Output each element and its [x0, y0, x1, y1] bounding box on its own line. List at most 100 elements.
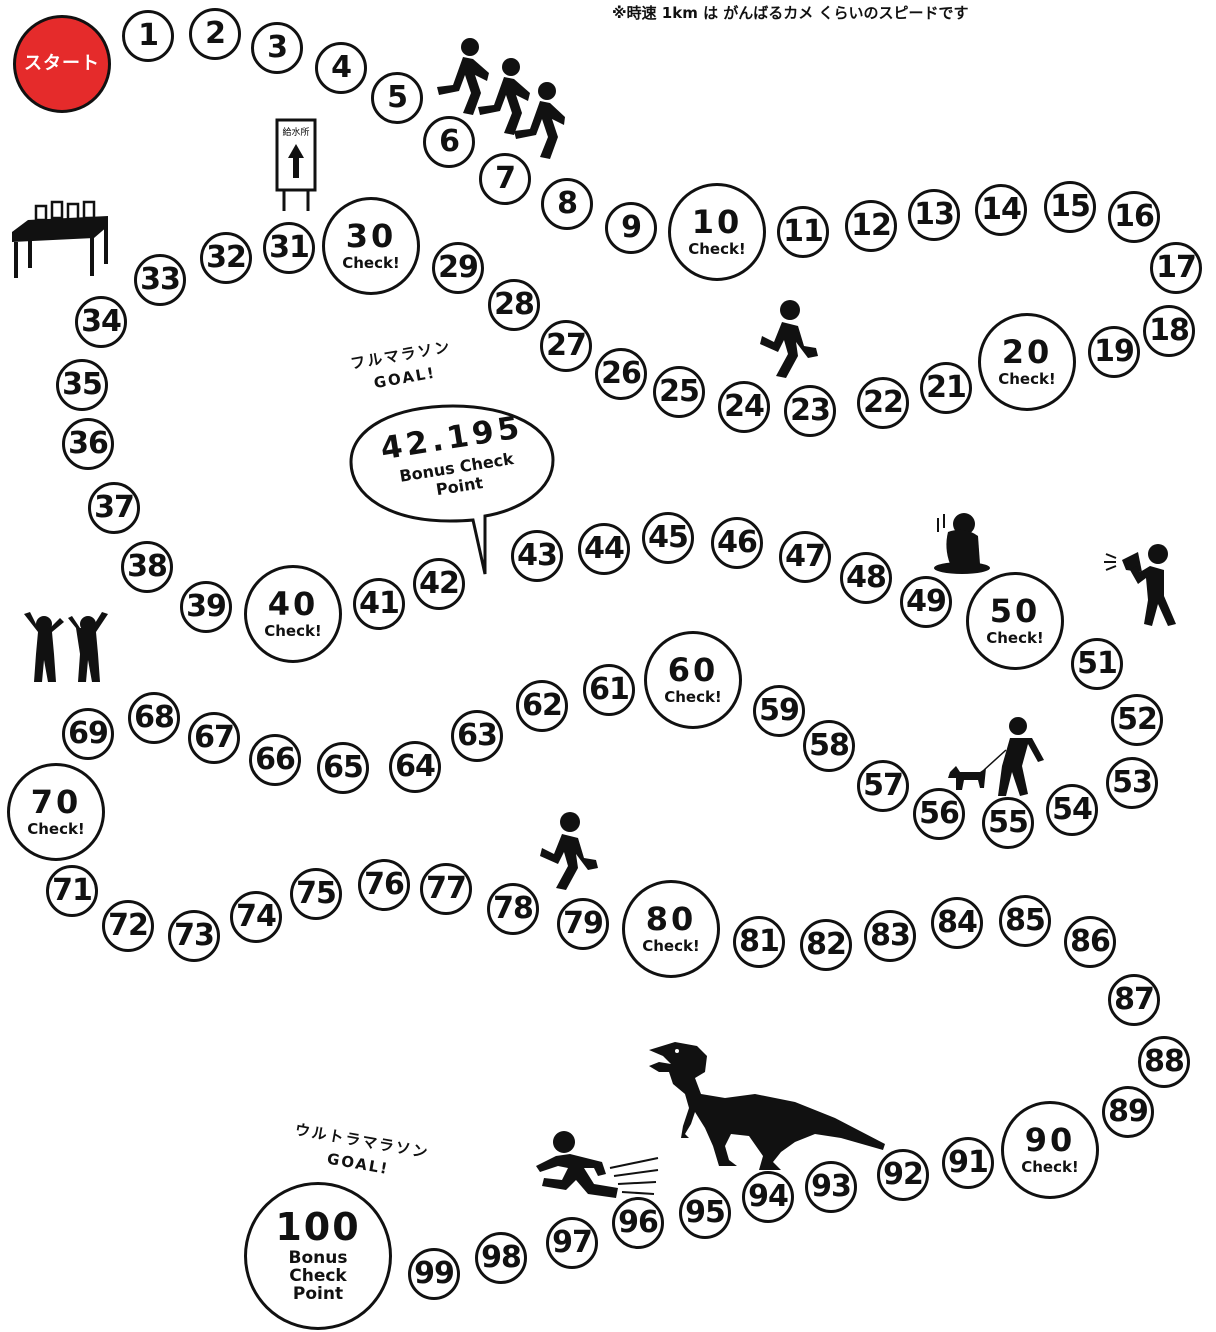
board-square-78[interactable]: 78	[487, 883, 539, 935]
board-square-34[interactable]: 34	[75, 296, 127, 348]
board-square-47[interactable]: 47	[779, 531, 831, 583]
board-square-53[interactable]: 53	[1106, 757, 1158, 809]
board-square-62[interactable]: 62	[516, 680, 568, 732]
board-square-98[interactable]: 98	[475, 1232, 527, 1284]
board-square-29[interactable]: 29	[432, 242, 484, 294]
board-square-61[interactable]: 61	[583, 664, 635, 716]
board-square-69[interactable]: 69	[62, 708, 114, 760]
board-square-21[interactable]: 21	[920, 362, 972, 414]
board-square-77[interactable]: 77	[420, 863, 472, 915]
board-square-11[interactable]: 11	[777, 206, 829, 258]
board-square-17[interactable]: 17	[1150, 242, 1202, 294]
board-square-32[interactable]: 32	[200, 232, 252, 284]
board-square-56[interactable]: 56	[913, 788, 965, 840]
board-square-16[interactable]: 16	[1108, 191, 1160, 243]
board-square-9[interactable]: 9	[605, 202, 657, 254]
board-square-38[interactable]: 38	[121, 541, 173, 593]
board-square-27[interactable]: 27	[540, 320, 592, 372]
board-square-7[interactable]: 7	[479, 153, 531, 205]
board-square-79[interactable]: 79	[557, 898, 609, 950]
board-square-71[interactable]: 71	[46, 865, 98, 917]
board-square-49[interactable]: 49	[900, 576, 952, 628]
board-square-89[interactable]: 89	[1102, 1086, 1154, 1138]
board-square-75[interactable]: 75	[290, 868, 342, 920]
board-square-48[interactable]: 48	[840, 552, 892, 604]
board-square-3[interactable]: 3	[251, 22, 303, 74]
board-square-67[interactable]: 67	[188, 712, 240, 764]
board-square-65[interactable]: 65	[317, 742, 369, 794]
board-square-96[interactable]: 96	[612, 1197, 664, 1249]
board-square-91[interactable]: 91	[942, 1137, 994, 1189]
board-square-81[interactable]: 81	[733, 916, 785, 968]
board-square-92[interactable]: 92	[877, 1149, 929, 1201]
board-square-99[interactable]: 99	[408, 1248, 460, 1300]
board-square-87[interactable]: 87	[1108, 974, 1160, 1026]
board-square-58[interactable]: 58	[803, 720, 855, 772]
board-square-66[interactable]: 66	[249, 734, 301, 786]
start-square[interactable]: スタート	[13, 15, 111, 113]
board-square-86[interactable]: 86	[1064, 916, 1116, 968]
board-square-45[interactable]: 45	[642, 512, 694, 564]
board-square-5[interactable]: 5	[371, 72, 423, 124]
board-square-97[interactable]: 97	[546, 1217, 598, 1269]
board-square-54[interactable]: 54	[1046, 784, 1098, 836]
board-square-19[interactable]: 19	[1088, 326, 1140, 378]
board-square-39[interactable]: 39	[180, 581, 232, 633]
board-square-8[interactable]: 8	[541, 178, 593, 230]
board-square-57[interactable]: 57	[857, 760, 909, 812]
board-square-85[interactable]: 85	[999, 895, 1051, 947]
board-square-22[interactable]: 22	[857, 377, 909, 429]
board-square-36[interactable]: 36	[62, 418, 114, 470]
board-square-94[interactable]: 94	[742, 1171, 794, 1223]
board-square-93[interactable]: 93	[805, 1161, 857, 1213]
board-square-37[interactable]: 37	[88, 482, 140, 534]
board-square-15[interactable]: 15	[1044, 181, 1096, 233]
board-square-73[interactable]: 73	[168, 910, 220, 962]
board-square-35[interactable]: 35	[56, 359, 108, 411]
board-square-82[interactable]: 82	[800, 919, 852, 971]
board-square-4[interactable]: 4	[315, 42, 367, 94]
board-square-26[interactable]: 26	[595, 348, 647, 400]
board-square-55[interactable]: 55	[982, 797, 1034, 849]
board-square-64[interactable]: 64	[389, 741, 441, 793]
board-square-24[interactable]: 24	[718, 381, 770, 433]
board-square-18[interactable]: 18	[1143, 305, 1195, 357]
board-square-14[interactable]: 14	[975, 184, 1027, 236]
board-square-44[interactable]: 44	[578, 523, 630, 575]
board-square-68[interactable]: 68	[128, 692, 180, 744]
board-square-33[interactable]: 33	[134, 254, 186, 306]
board-square-76[interactable]: 76	[358, 859, 410, 911]
board-square-1[interactable]: 1	[122, 10, 174, 62]
board-square-95[interactable]: 95	[679, 1187, 731, 1239]
board-square-72[interactable]: 72	[102, 900, 154, 952]
board-square-63[interactable]: 63	[451, 710, 503, 762]
board-square-13[interactable]: 13	[908, 189, 960, 241]
board-square-88[interactable]: 88	[1138, 1036, 1190, 1088]
board-square-42[interactable]: 42	[413, 558, 465, 610]
board-square-12[interactable]: 12	[845, 200, 897, 252]
board-square-59[interactable]: 59	[753, 685, 805, 737]
board-square-6[interactable]: 6	[423, 116, 475, 168]
board-square-43[interactable]: 43	[511, 530, 563, 582]
board-square-74[interactable]: 74	[230, 891, 282, 943]
board-square-25[interactable]: 25	[653, 366, 705, 418]
board-square-84[interactable]: 84	[931, 897, 983, 949]
board-square-2[interactable]: 2	[189, 8, 241, 60]
board-square-41[interactable]: 41	[353, 578, 405, 630]
board-square-23[interactable]: 23	[784, 385, 836, 437]
board-square-30[interactable]: 30Check!	[322, 197, 420, 295]
board-square-51[interactable]: 51	[1071, 638, 1123, 690]
board-square-83[interactable]: 83	[864, 910, 916, 962]
board-square-28[interactable]: 28	[488, 279, 540, 331]
board-square-52[interactable]: 52	[1111, 694, 1163, 746]
board-square-46[interactable]: 46	[711, 517, 763, 569]
